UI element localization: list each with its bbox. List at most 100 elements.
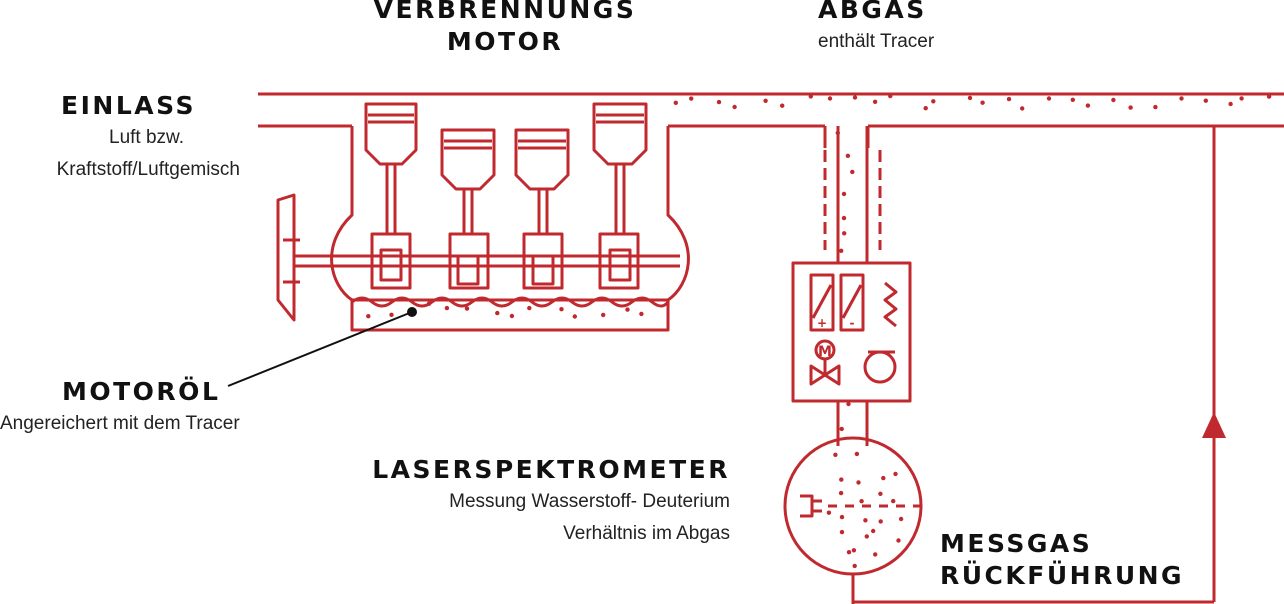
oil-surface (351, 296, 670, 308)
tracer-dot (835, 130, 840, 136)
tracer-dot (1006, 96, 1012, 102)
tracer-dot (444, 305, 450, 311)
tracer-dot (967, 95, 973, 101)
engine-block (330, 126, 690, 302)
motoroel-title: MOTORÖL (62, 377, 221, 406)
exhaust-branch-pipe (823, 126, 882, 263)
piston-1 (364, 102, 418, 290)
tracer-dot (852, 563, 857, 569)
tracer-dot (863, 518, 868, 523)
tracer-dot (891, 498, 896, 504)
piston-4 (592, 102, 648, 290)
tracer-dot (639, 311, 644, 317)
einlass-title: EINLASS (61, 91, 196, 120)
tracer-dot (841, 191, 847, 197)
tracer-dot (838, 490, 844, 496)
oil-leader-line (227, 307, 417, 387)
minus-symbol: - (850, 316, 855, 330)
tracer-dot (1203, 98, 1209, 103)
tracer-dot (559, 307, 564, 312)
tracer-dot (689, 96, 694, 101)
laser-source-icon (800, 494, 822, 518)
tracer-dot (931, 99, 936, 104)
tracer-dot (852, 95, 858, 100)
tracer-dot (1111, 97, 1116, 103)
tracer-dot (878, 491, 883, 496)
laser-title: LASERSPEKTROMETER (372, 455, 730, 484)
tracer-dot (527, 305, 532, 311)
messgas-title-line2: RÜCKFÜHRUNG (940, 561, 1185, 590)
motor-symbol: M (818, 344, 832, 360)
tracer-dot (1179, 96, 1184, 101)
tracer-dot (846, 401, 851, 407)
tracer-dot (572, 314, 577, 319)
tracer-dot (625, 307, 630, 312)
oil-pan (350, 298, 670, 332)
tracer-dot (389, 312, 394, 317)
laser-label: LASERSPEKTROMETER Messung Wasserstoff- D… (340, 454, 730, 550)
piston-2 (440, 128, 496, 290)
filter-element-minus-icon (839, 273, 865, 332)
tracer-dot (845, 153, 851, 158)
tracer-dot (833, 452, 838, 457)
tracer-dot (763, 98, 768, 104)
tracer-dot (893, 471, 898, 477)
return-line (851, 126, 1216, 604)
tracer-particles (366, 93, 1272, 569)
tracer-dot (827, 96, 833, 101)
tracer-dot (839, 426, 844, 432)
heater-icon (883, 281, 898, 328)
piston-3 (514, 128, 570, 290)
tracer-dot (495, 310, 500, 316)
tracer-dot (856, 480, 861, 485)
abgas-label: ABGAS enthält Tracer (818, 0, 934, 58)
tracer-dot (509, 313, 515, 319)
tracer-dot (859, 499, 864, 504)
filter-element-plus-icon (809, 273, 835, 332)
tracer-dot (1046, 96, 1052, 101)
tracer-dot (850, 169, 855, 175)
tracer-dot (366, 314, 371, 319)
tracer-dot (732, 104, 737, 110)
messgas-label: MESSGAS RÜCKFÜHRUNG (940, 528, 1184, 592)
tracer-dot (601, 312, 606, 318)
tracer-dot (923, 106, 928, 111)
tracer-dot (980, 100, 985, 105)
tracer-dot (878, 519, 883, 524)
pump-icon (863, 350, 897, 384)
tracer-dot (854, 451, 860, 457)
tracer-dot (1128, 105, 1133, 110)
tracer-dot (426, 301, 432, 306)
abgas-subtitle: enthält Tracer (818, 31, 935, 52)
tracer-dot (881, 475, 886, 481)
tracer-dot (839, 514, 845, 520)
tracer-dot (839, 477, 844, 482)
plus-symbol: + (817, 316, 827, 330)
tracer-dot (673, 100, 678, 106)
tracer-dot (808, 94, 813, 99)
tracer-dot (716, 99, 722, 105)
tracer-dot (1228, 101, 1233, 107)
tracer-dot (841, 215, 847, 221)
tracer-dot (1070, 97, 1076, 103)
tracer-dot (898, 516, 904, 522)
motor-title-line2: MOTOR (446, 27, 564, 56)
tracer-dot (851, 548, 857, 553)
tracer-dot (873, 552, 878, 557)
einlass-label: EINLASS Luft bzw. Kraftstoff/Luftgemisch (0, 90, 240, 186)
tracer-dot (871, 528, 876, 534)
einlass-sub-line1: Luft bzw. (109, 127, 184, 148)
tracer-dot (888, 93, 893, 99)
abgas-title: ABGAS (818, 0, 927, 24)
tracer-dot (826, 510, 832, 515)
tracer-dot (842, 231, 847, 236)
tracer-dot (839, 248, 844, 253)
return-arrow-icon (1202, 412, 1226, 438)
messgas-title-line1: MESSGAS (940, 529, 1093, 558)
analyzer-box (791, 261, 912, 403)
valve-icon (809, 364, 841, 386)
tracer-dot (846, 550, 852, 555)
tracer-dot (1239, 96, 1244, 101)
einlass-sub-line2: Kraftstoff/Luftgemisch (56, 159, 240, 180)
